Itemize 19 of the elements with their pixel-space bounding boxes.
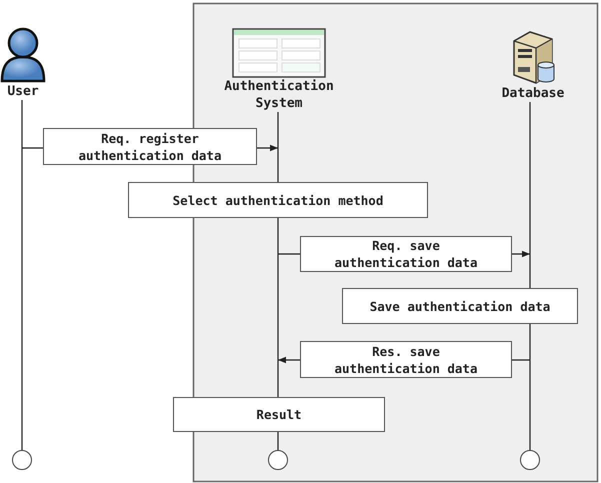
message-label-box: Req. save authentication data	[300, 236, 512, 272]
lifeline	[21, 100, 23, 450]
message-arrow	[278, 356, 300, 364]
message-arrow	[512, 250, 530, 258]
lifeline-label: Database	[502, 85, 564, 102]
activity-box: Save authentication data	[342, 288, 578, 324]
activity-box: Select authentication method	[128, 182, 428, 218]
lifeline-label: Authentication System	[223, 78, 335, 112]
activity-box: Result	[173, 397, 385, 432]
lifeline	[529, 102, 531, 288]
lifeline	[529, 324, 531, 450]
lifeline-end-circle	[12, 450, 32, 470]
message-arrow	[257, 144, 278, 152]
lifeline	[277, 218, 279, 397]
message-label-box: Res. save authentication data	[300, 341, 512, 378]
message-label-box: Req. register authentication data	[43, 128, 257, 165]
lifeline-label: User	[7, 83, 39, 100]
lifeline	[277, 432, 279, 450]
lifeline	[277, 112, 279, 182]
